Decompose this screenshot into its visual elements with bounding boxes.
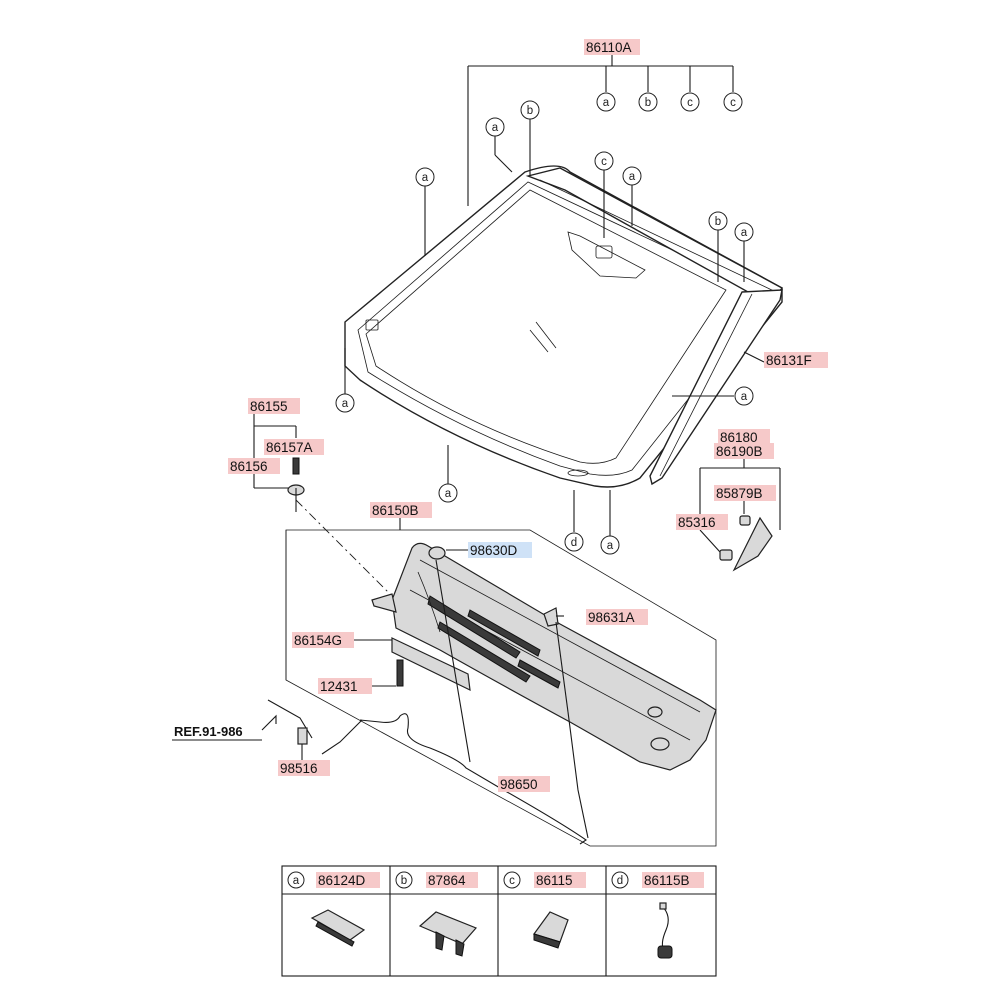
label-text-85316: 85316 [678,515,716,530]
part-label-86154G: 86154G [292,632,392,648]
label-text-86131F: 86131F [766,353,812,368]
svg-text:a: a [492,122,499,134]
part-label-86180: 86180 [718,429,770,445]
part-label-86131F: 86131F [764,352,828,368]
legend-part-b: 87864 [428,873,466,888]
label-text-98516: 98516 [280,761,318,776]
label-text-85879B: 85879B [716,486,763,501]
label-text-98630D: 98630D [470,543,518,558]
ref-label: REF.91-986 [172,724,262,741]
legend-cell-c: c 86115 [503,871,586,949]
svg-text:c: c [601,156,607,168]
svg-text:b: b [715,216,721,228]
label-text-86190B: 86190B [716,444,763,459]
legend-cell-d: d 86115B [611,871,704,959]
legend-cell-b: b 87864 [395,871,478,957]
weatherstrip-group [699,458,781,572]
part-label-86150B: 86150B [370,502,432,518]
label-text-86180: 86180 [720,430,758,445]
callout-a-7: a [734,386,754,406]
svg-text:a: a [607,540,614,552]
ref-text: REF.91-986 [174,724,243,739]
callout-b-1: b [638,92,658,112]
label-text-86150B: 86150B [372,503,419,518]
part-label-86190B: 86190B [714,443,774,459]
svg-text:a: a [422,172,429,184]
part-label-85316: 85316 [676,514,728,530]
legend-part-d: 86115B [644,873,690,888]
svg-text:c: c [687,97,693,109]
svg-text:b: b [645,97,651,109]
label-text-86157A: 86157A [266,440,313,455]
washer-nozzle [261,699,313,760]
svg-text:a: a [342,398,349,410]
svg-text:a: a [603,97,610,109]
callout-a-9: a [600,535,620,555]
callout-a-6: a [335,393,355,413]
leader-86110A [467,55,734,206]
part-label-98631A: 98631A [586,609,648,625]
callout-d-1: d [564,532,584,552]
part-label-98650: 98650 [498,776,550,792]
callout-c-3: c [594,151,614,171]
svg-text:d: d [617,875,623,887]
label-text-86110A: 86110A [586,40,632,55]
label-text-86155: 86155 [250,399,288,414]
washer-hose [321,711,589,845]
legend-part-a: 86124D [318,873,366,888]
svg-text:a: a [741,227,748,239]
callout-b-2: b [520,100,540,120]
sensor-d-icon [661,905,669,951]
svg-text:a: a [629,171,636,183]
label-text-98650: 98650 [500,777,538,792]
callout-a-4: a [622,166,642,186]
label-text-86154G: 86154G [294,633,342,648]
part-label-98630D: 98630D [446,542,532,558]
fastener-group-86155 [253,414,393,597]
part-label-86155: 86155 [248,398,300,414]
legend-cell-a: a 86124D [287,871,380,947]
svg-text:a: a [445,488,452,500]
svg-text:a: a [293,875,300,887]
svg-text:d: d [571,537,577,549]
svg-text:c: c [730,97,736,109]
part-label-12431: 12431 [318,678,396,694]
legend-part-c: 86115 [536,873,573,888]
label-text-12431: 12431 [320,679,358,694]
callout-a-2: a [485,117,505,137]
svg-text:c: c [509,875,515,887]
part-label-98516: 98516 [278,760,330,776]
callout-a-8: a [438,483,458,503]
cowl-top-cover [371,542,717,771]
part-label-86110A: 86110A [584,39,640,55]
callout-c-1: c [680,92,700,112]
part-label-86156: 86156 [228,458,280,474]
callout-a-5: a [734,222,754,242]
clip-b-icon [418,911,478,945]
callout-a-3: a [415,167,435,187]
svg-text:b: b [527,105,533,117]
callout-c-2: c [723,92,743,112]
label-text-86156: 86156 [230,459,268,474]
cowl-small-parts [391,559,569,763]
glass-callout-leaders [344,119,765,536]
windshield-glass [344,165,784,488]
svg-text:b: b [401,875,407,887]
callout-a-1: a [596,92,616,112]
part-label-86157A: 86157A [264,439,324,455]
part-label-85879B: 85879B [714,485,776,501]
legend-table: a 86124D b 87864 c 86115 d 861 [281,865,717,977]
cowl-group-outline [285,518,717,847]
callout-b-3: b [708,211,728,231]
label-text-98631A: 98631A [588,610,635,625]
svg-text:a: a [741,391,748,403]
